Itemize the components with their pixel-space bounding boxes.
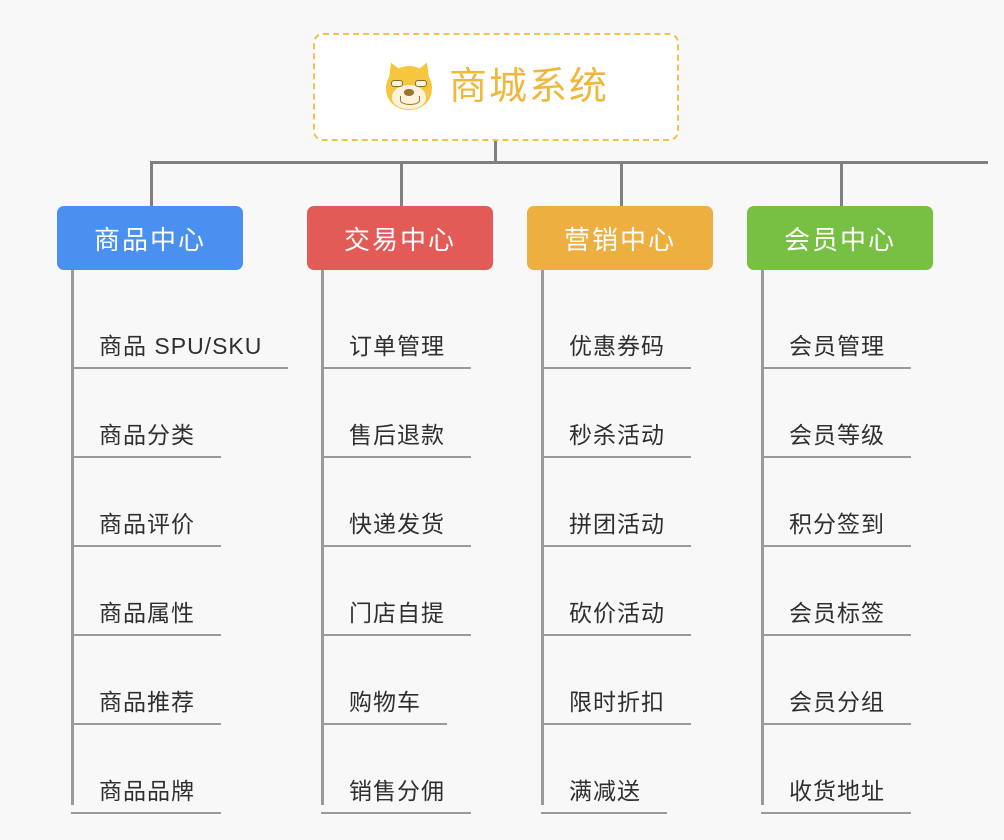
leaf-item[interactable]: 秒杀活动 [527,369,713,458]
branch-column-marketing-center: 营销中心 优惠券码 秒杀活动 拼团活动 砍价活动 限时折扣 满减送 [527,206,713,814]
leaf-item[interactable]: 商品品牌 [57,725,243,814]
leaf-item-label: 商品 SPU/SKU [99,332,263,359]
leaf-item-label: 会员等级 [789,421,885,448]
connector-drop-2 [400,161,403,206]
category-header-label: 营销中心 [563,224,676,255]
leaf-list-member-center: 会员管理 会员等级 积分签到 会员标签 会员分组 收货地址 [747,270,933,814]
branch-column-member-center: 会员中心 会员管理 会员等级 积分签到 会员标签 会员分组 收货地址 [747,206,933,814]
leaf-item-label: 会员分组 [789,688,885,715]
root-node-label: 商城系统 [448,66,609,108]
leaf-item-label: 订单管理 [349,332,445,359]
leaf-list-trade-center: 订单管理 售后退款 快递发货 门店自提 购物车 销售分佣 [307,270,493,814]
leaf-list-product-center: 商品 SPU/SKU 商品分类 商品评价 商品属性 商品推荐 商品品牌 [57,270,289,814]
trunk-line [321,270,324,805]
category-header-label: 会员中心 [783,224,896,255]
connector-root-stem [494,141,497,163]
leaf-item-label: 砍价活动 [569,599,665,626]
trunk-line [761,270,764,805]
category-header-member-center[interactable]: 会员中心 [747,206,933,270]
leaf-item-label: 售后退款 [349,421,445,448]
leaf-item[interactable]: 会员分组 [747,636,933,725]
branch-column-trade-center: 交易中心 订单管理 售后退款 快递发货 门店自提 购物车 销售分佣 [307,206,493,814]
leaf-item[interactable]: 门店自提 [307,547,493,636]
category-header-marketing-center[interactable]: 营销中心 [527,206,713,270]
leaf-item-label: 商品品牌 [99,777,195,804]
leaf-item-label: 购物车 [349,688,421,715]
leaf-item-label: 商品评价 [99,510,195,537]
leaf-item[interactable]: 积分签到 [747,458,933,547]
leaf-list-marketing-center: 优惠券码 秒杀活动 拼团活动 砍价活动 限时折扣 满减送 [527,270,713,814]
leaf-item-label: 会员管理 [789,332,885,359]
leaf-item[interactable]: 快递发货 [307,458,493,547]
leaf-item-label: 积分签到 [789,510,885,537]
leaf-item[interactable]: 商品 SPU/SKU [57,280,289,369]
leaf-item[interactable]: 商品评价 [57,458,243,547]
branch-column-product-center: 商品中心 商品 SPU/SKU 商品分类 商品评价 商品属性 商品推荐 商品品牌 [57,206,289,814]
leaf-item[interactable]: 商品推荐 [57,636,243,725]
trunk-line [71,270,74,805]
leaf-item[interactable]: 商品分类 [57,369,243,458]
leaf-item[interactable]: 砍价活动 [527,547,713,636]
leaf-item[interactable]: 优惠券码 [527,280,713,369]
leaf-item-label: 秒杀活动 [569,421,665,448]
leaf-item-label: 拼团活动 [569,510,665,537]
leaf-item[interactable]: 商品属性 [57,547,243,636]
leaf-item-label: 限时折扣 [569,688,665,715]
leaf-item[interactable]: 满减送 [527,725,713,814]
leaf-item-label: 销售分佣 [349,777,445,804]
leaf-item-label: 优惠券码 [569,332,665,359]
connector-horizontal-bus [150,161,988,164]
leaf-item-label: 门店自提 [349,599,445,626]
connector-drop-3 [620,161,623,206]
connector-drop-4 [840,161,843,206]
leaf-item[interactable]: 会员标签 [747,547,933,636]
leaf-item[interactable]: 收货地址 [747,725,933,814]
leaf-item[interactable]: 售后退款 [307,369,493,458]
leaf-item-label: 商品属性 [99,599,195,626]
leaf-item[interactable]: 订单管理 [307,280,493,369]
dog-face-icon [382,59,436,113]
leaf-item-label: 收货地址 [789,777,885,804]
category-header-label: 交易中心 [343,224,456,255]
leaf-item-label: 商品推荐 [99,688,195,715]
leaf-item-label: 会员标签 [789,599,885,626]
connector-drop-1 [150,161,153,206]
leaf-item[interactable]: 购物车 [307,636,493,725]
leaf-item[interactable]: 会员等级 [747,369,933,458]
leaf-item[interactable]: 销售分佣 [307,725,493,814]
trunk-line [541,270,544,805]
leaf-item-label: 快递发货 [349,510,445,537]
category-header-label: 商品中心 [93,224,206,255]
category-header-trade-center[interactable]: 交易中心 [307,206,493,270]
leaf-item-label: 满减送 [569,777,641,804]
root-node-shopping-mall-system[interactable]: 商城系统 [313,33,679,141]
leaf-item[interactable]: 会员管理 [747,280,933,369]
leaf-item[interactable]: 限时折扣 [527,636,713,725]
category-header-product-center[interactable]: 商品中心 [57,206,243,270]
leaf-item[interactable]: 拼团活动 [527,458,713,547]
leaf-item-label: 商品分类 [99,421,195,448]
